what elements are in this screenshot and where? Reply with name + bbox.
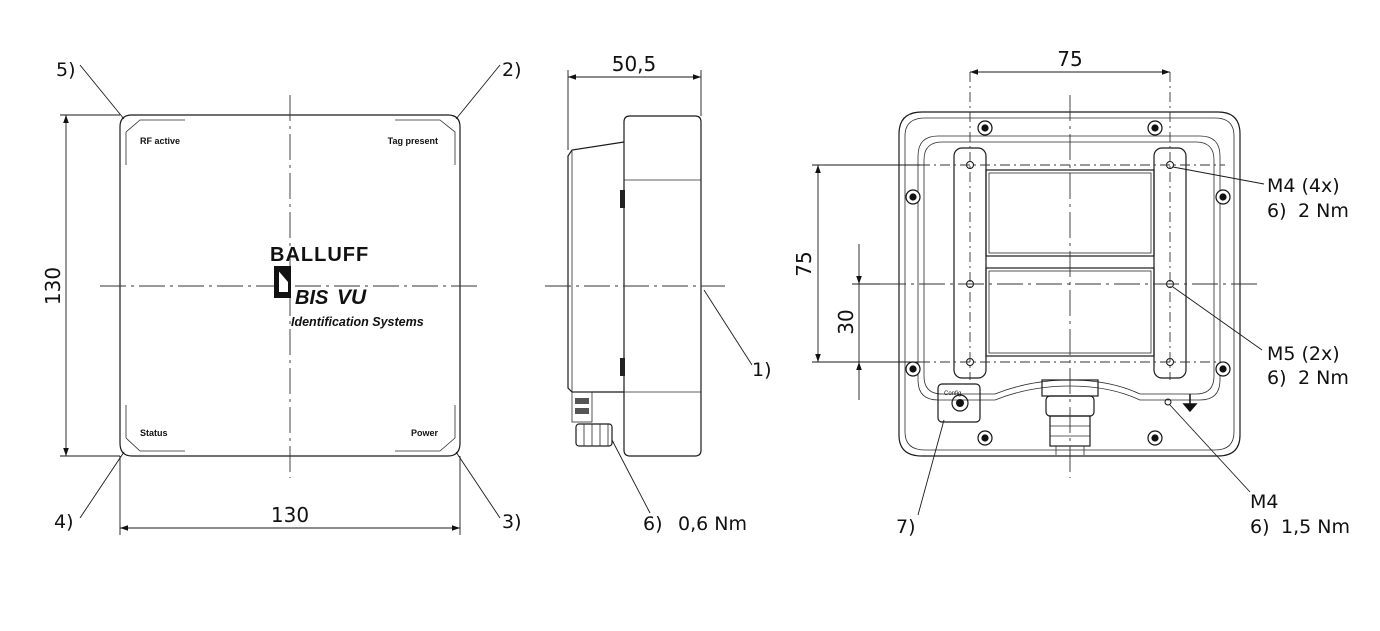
callout-leader-7 xyxy=(917,419,945,516)
side-body-main xyxy=(623,115,702,457)
led-label-status: Status xyxy=(140,428,168,438)
torque-side-connector: 0,6 Nm xyxy=(678,513,747,535)
side-connector xyxy=(571,391,613,447)
front-housing-outline xyxy=(119,114,461,457)
callout-ground-torque: 1,5 Nm xyxy=(1281,516,1350,538)
side-clip-top xyxy=(620,190,625,208)
callout-leader-4 xyxy=(79,451,125,519)
config-button: Config xyxy=(937,383,981,423)
callout-6-side: 6) xyxy=(643,513,663,535)
callout-m5-thread: M5 (2x) xyxy=(1267,343,1340,365)
led-corner-top-left xyxy=(125,119,185,165)
side-view: 50,5 1) 6) 0,6 Nm xyxy=(545,52,772,535)
dim-text-rear-height: 75 xyxy=(792,251,816,276)
side-clip-bottom xyxy=(620,358,625,376)
front-view: RF active Tag present Status Power BALLU… xyxy=(41,59,522,535)
led-label-rf-active: RF active xyxy=(140,136,180,146)
callout-leader-m5 xyxy=(1172,286,1263,351)
balluff-logo: BALLUFF BIS VU Identification Systems xyxy=(270,244,424,329)
screw-top-left xyxy=(977,120,993,136)
callout-1: 1) xyxy=(752,359,772,381)
screw-mid-left-top xyxy=(905,189,921,205)
dim-text-30: 30 xyxy=(834,309,858,334)
callout-m5-ref: 6) xyxy=(1267,367,1287,389)
callout-m4-torque: 2 Nm xyxy=(1298,200,1349,222)
callout-2: 2) xyxy=(502,59,522,81)
screw-top-right xyxy=(1147,120,1163,136)
callout-leader-6-side xyxy=(611,439,651,514)
rear-screws xyxy=(905,120,1231,446)
callout-leader-ground xyxy=(1169,404,1251,493)
callout-m5-torque: 2 Nm xyxy=(1298,367,1349,389)
callout-m4-ref: 6) xyxy=(1267,200,1287,222)
dim-text-height: 130 xyxy=(41,267,65,305)
screw-bottom-right xyxy=(1147,430,1163,446)
callout-leader-m4 xyxy=(1172,166,1265,185)
rear-rail-right xyxy=(1153,147,1187,379)
screw-bottom-left xyxy=(977,430,993,446)
led-corner-top-right xyxy=(395,119,456,165)
callout-m4-thread: M4 (4x) xyxy=(1267,175,1340,197)
callout-ground-thread: M4 xyxy=(1250,491,1278,513)
dim-text-depth: 50,5 xyxy=(612,52,657,76)
callout-7: 7) xyxy=(896,516,916,538)
ground-hole xyxy=(1164,398,1172,406)
logo-product-bis: BIS xyxy=(295,287,329,309)
callout-leader-5 xyxy=(79,64,125,120)
logo-product-vu: VU xyxy=(337,286,367,309)
callout-leader-2 xyxy=(455,64,501,120)
callout-leader-3 xyxy=(455,451,501,519)
ground-icon xyxy=(1182,394,1198,413)
screw-mid-right-bottom xyxy=(1215,361,1231,377)
rear-rail-left xyxy=(953,147,987,379)
rear-view: Config 75 75 xyxy=(792,47,1350,538)
led-corner-bottom-left xyxy=(125,405,185,452)
screw-mid-right-top xyxy=(1215,189,1231,205)
callout-5: 5) xyxy=(56,59,76,81)
callout-4: 4) xyxy=(54,511,74,533)
rear-housing-rim xyxy=(904,117,1235,451)
rear-housing-outer xyxy=(898,111,1241,457)
logo-brand-text: BALLUFF xyxy=(270,244,369,266)
screw-mid-left-bottom xyxy=(905,361,921,377)
dim-text-width: 130 xyxy=(271,503,309,527)
dim-text-rear-width: 75 xyxy=(1057,47,1082,71)
led-label-power: Power xyxy=(411,428,439,438)
callout-leader-1 xyxy=(703,289,753,366)
led-label-tag-present: Tag present xyxy=(388,136,438,146)
callout-3: 3) xyxy=(502,511,522,533)
led-corner-bottom-right xyxy=(395,405,456,452)
side-cover-plate xyxy=(567,141,625,393)
callout-ground-ref: 6) xyxy=(1250,516,1270,538)
config-label: Config xyxy=(944,391,961,397)
logo-tagline: Identification Systems xyxy=(291,315,424,329)
